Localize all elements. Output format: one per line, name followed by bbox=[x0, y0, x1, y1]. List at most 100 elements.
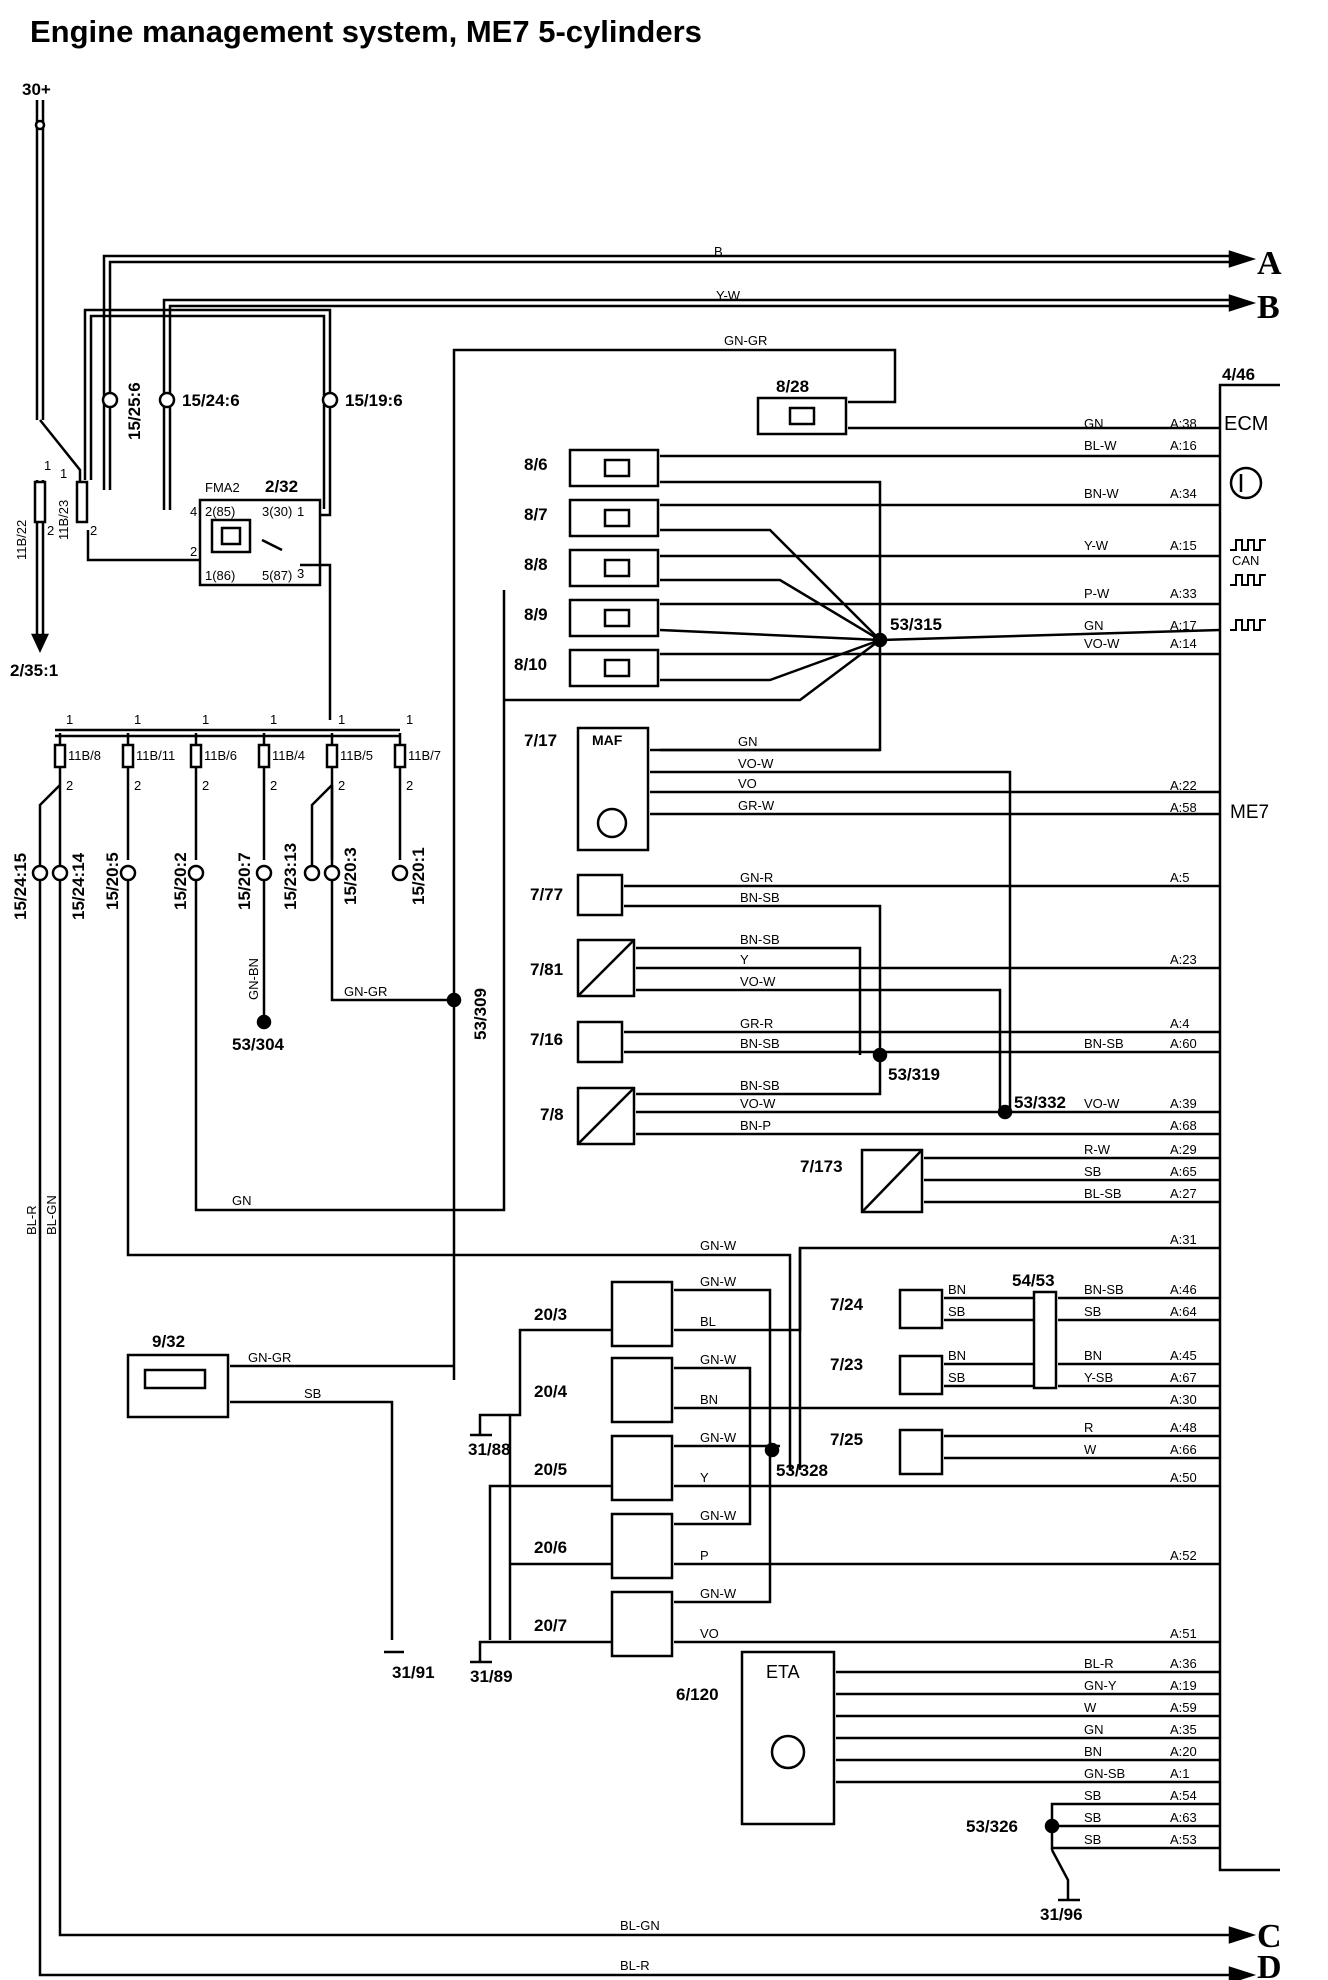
ecm-pin-a-34: A:34 bbox=[1170, 486, 1197, 501]
output-d-letter: D bbox=[1257, 1949, 1282, 1980]
ecm-wire-a-54: SB bbox=[1084, 1788, 1101, 1803]
maf-wire-2: VO-W bbox=[738, 756, 774, 771]
component-7-16 bbox=[576, 1020, 624, 1064]
connector-15-24-14: 15/24:14 bbox=[69, 852, 88, 920]
component-7-8-label: 7/8 bbox=[540, 1105, 564, 1124]
component-7-77-label: 7/77 bbox=[530, 885, 563, 904]
s724-wire-2: SB bbox=[948, 1304, 965, 1319]
coil-20-5: 20/5 bbox=[534, 1460, 567, 1479]
diagram-title: Engine management system, ME7 5-cylinder… bbox=[30, 14, 702, 49]
fuse-11b22-label: 11B/22 bbox=[14, 520, 29, 560]
fuse-11b5: 11B/5 bbox=[340, 748, 373, 763]
ecm-pin-a-19: A:19 bbox=[1170, 1678, 1197, 1693]
ecm-wire-a-60: BN-SB bbox=[1084, 1036, 1124, 1051]
ecm-wire-a-63: SB bbox=[1084, 1810, 1101, 1825]
s723-wire-2: SB bbox=[948, 1370, 965, 1385]
output-c-letter: C bbox=[1257, 1918, 1282, 1955]
output-a-arrow-icon bbox=[1228, 250, 1257, 268]
connector-54-53 bbox=[1032, 1290, 1058, 1390]
component-7-24-label: 7/24 bbox=[830, 1295, 864, 1314]
ecm-wire-a-67: Y-SB bbox=[1084, 1370, 1113, 1385]
splice-53-332: 53/332 bbox=[1014, 1093, 1066, 1112]
s716-wire-1: GR-R bbox=[740, 1016, 773, 1031]
ecm-pin-a-58: A:58 bbox=[1170, 800, 1197, 815]
ignition-coil-group bbox=[610, 1280, 674, 1658]
ecm-wire-a-65: SB bbox=[1084, 1164, 1101, 1179]
fuse-11b23-pin-a: 1 bbox=[60, 466, 67, 481]
coil-gn-w-2: GN-W bbox=[700, 1352, 737, 1367]
ecm-wire-a-17: GN bbox=[1084, 618, 1104, 633]
component-9-32-label: 9/32 bbox=[152, 1332, 185, 1351]
wire-gn-w-long: GN-W bbox=[700, 1238, 737, 1253]
fuse-pin-bottom-6: 2 bbox=[406, 778, 413, 793]
wire-gn-bn: GN-BN bbox=[246, 958, 261, 1000]
ecm-wire-a-20: BN bbox=[1084, 1744, 1102, 1759]
ecm-pin-a-64: A:64 bbox=[1170, 1304, 1197, 1319]
fuse-11b7: 11B/7 bbox=[408, 748, 441, 763]
fuse-row bbox=[53, 733, 407, 860]
ecm-wire-a-1: GN-SB bbox=[1084, 1766, 1125, 1781]
ecm-wire-a-66: W bbox=[1084, 1442, 1097, 1457]
splice-53-326: 53/326 bbox=[966, 1817, 1018, 1836]
ecm-can-label: CAN bbox=[1232, 553, 1259, 568]
fuse-pin-bottom-3: 2 bbox=[202, 778, 209, 793]
relay-2-32 bbox=[198, 498, 322, 587]
injector-8-6: 8/6 bbox=[524, 455, 548, 474]
ecm-pin-a-45: A:45 bbox=[1170, 1348, 1197, 1363]
ecm-pin-a-31: A:31 bbox=[1170, 1232, 1197, 1247]
ecm-pin-a-65: A:65 bbox=[1170, 1164, 1197, 1179]
ecm-pin-a-30: A:30 bbox=[1170, 1392, 1197, 1407]
coil-gn-w-3: GN-W bbox=[700, 1430, 737, 1445]
splice-53-319: 53/319 bbox=[888, 1065, 940, 1084]
relay-pin-num-4: 4 bbox=[190, 504, 197, 519]
ecm-pin-a-60: A:60 bbox=[1170, 1036, 1197, 1051]
ecm-pin-a-4: A:4 bbox=[1170, 1016, 1190, 1031]
coil-gn-w-5: GN-W bbox=[700, 1586, 737, 1601]
s78-wire-2: VO-W bbox=[740, 1096, 776, 1111]
wire-bl-gn-vertical: BL-GN bbox=[44, 1195, 59, 1235]
output-b-arrow-icon bbox=[1228, 294, 1257, 312]
output-c-arrow-icon bbox=[1228, 1926, 1257, 1944]
ecm-wire-a-35: GN bbox=[1084, 1722, 1104, 1737]
ecm-pin-a-59: A:59 bbox=[1170, 1700, 1197, 1715]
injector-8-10: 8/10 bbox=[514, 655, 547, 674]
relay-id: 2/32 bbox=[265, 477, 298, 496]
output-a-letter: A bbox=[1257, 245, 1282, 282]
ecm-wire-a-53: SB bbox=[1084, 1832, 1101, 1847]
component-7-23-label: 7/23 bbox=[830, 1355, 863, 1374]
ecm-pin-a-22: A:22 bbox=[1170, 778, 1197, 793]
component-maf bbox=[576, 726, 650, 852]
maf-label: MAF bbox=[592, 732, 623, 748]
injector-8-9: 8/9 bbox=[524, 605, 548, 624]
ecm-wire-a-15: Y-W bbox=[1084, 538, 1109, 553]
ground-31-91: 31/91 bbox=[392, 1663, 435, 1682]
ecm-pin-a-33: A:33 bbox=[1170, 586, 1197, 601]
coil-gn-w-1: GN-W bbox=[700, 1274, 737, 1289]
component-7-25-label: 7/25 bbox=[830, 1430, 863, 1449]
relay-pin-num-1: 1 bbox=[297, 504, 304, 519]
fuse-pin-bottom-2: 2 bbox=[134, 778, 141, 793]
coil-20-4: 20/4 bbox=[534, 1382, 568, 1401]
ecm-box bbox=[1218, 383, 1280, 1872]
ecm-pin-a-5: A:5 bbox=[1170, 870, 1190, 885]
connector-15-23-13: 15/23:13 bbox=[281, 843, 300, 910]
wire-gn-gr-1: GN-GR bbox=[344, 984, 387, 999]
ecm-can-signal-icon bbox=[1230, 539, 1266, 551]
component-7-81-label: 7/81 bbox=[530, 960, 563, 979]
ecm-pin-a-27: A:27 bbox=[1170, 1186, 1197, 1201]
ecm-wire-a-16: BL-W bbox=[1084, 438, 1117, 453]
ecm-pin-a-53: A:53 bbox=[1170, 1832, 1197, 1847]
ecm-wire-a-39: VO-W bbox=[1084, 1096, 1120, 1111]
ecm-pin-a-16: A:16 bbox=[1170, 438, 1197, 453]
ground-31-89: 31/89 bbox=[470, 1667, 513, 1686]
connector-54-53-label: 54/53 bbox=[1012, 1271, 1055, 1290]
component-7-173-label: 7/173 bbox=[800, 1157, 843, 1176]
wire-bl-r-vertical: BL-R bbox=[24, 1205, 39, 1235]
ground-31-88: 31/88 bbox=[468, 1440, 511, 1459]
ecm-pin-a-1: A:1 bbox=[1170, 1766, 1190, 1781]
ecm-pin-a-52: A:52 bbox=[1170, 1548, 1197, 1563]
s781-wire-2: Y bbox=[740, 952, 749, 967]
component-8-28-label: 8/28 bbox=[776, 377, 809, 396]
component-7-77 bbox=[576, 873, 624, 917]
ecm-name: ECM bbox=[1224, 413, 1268, 435]
